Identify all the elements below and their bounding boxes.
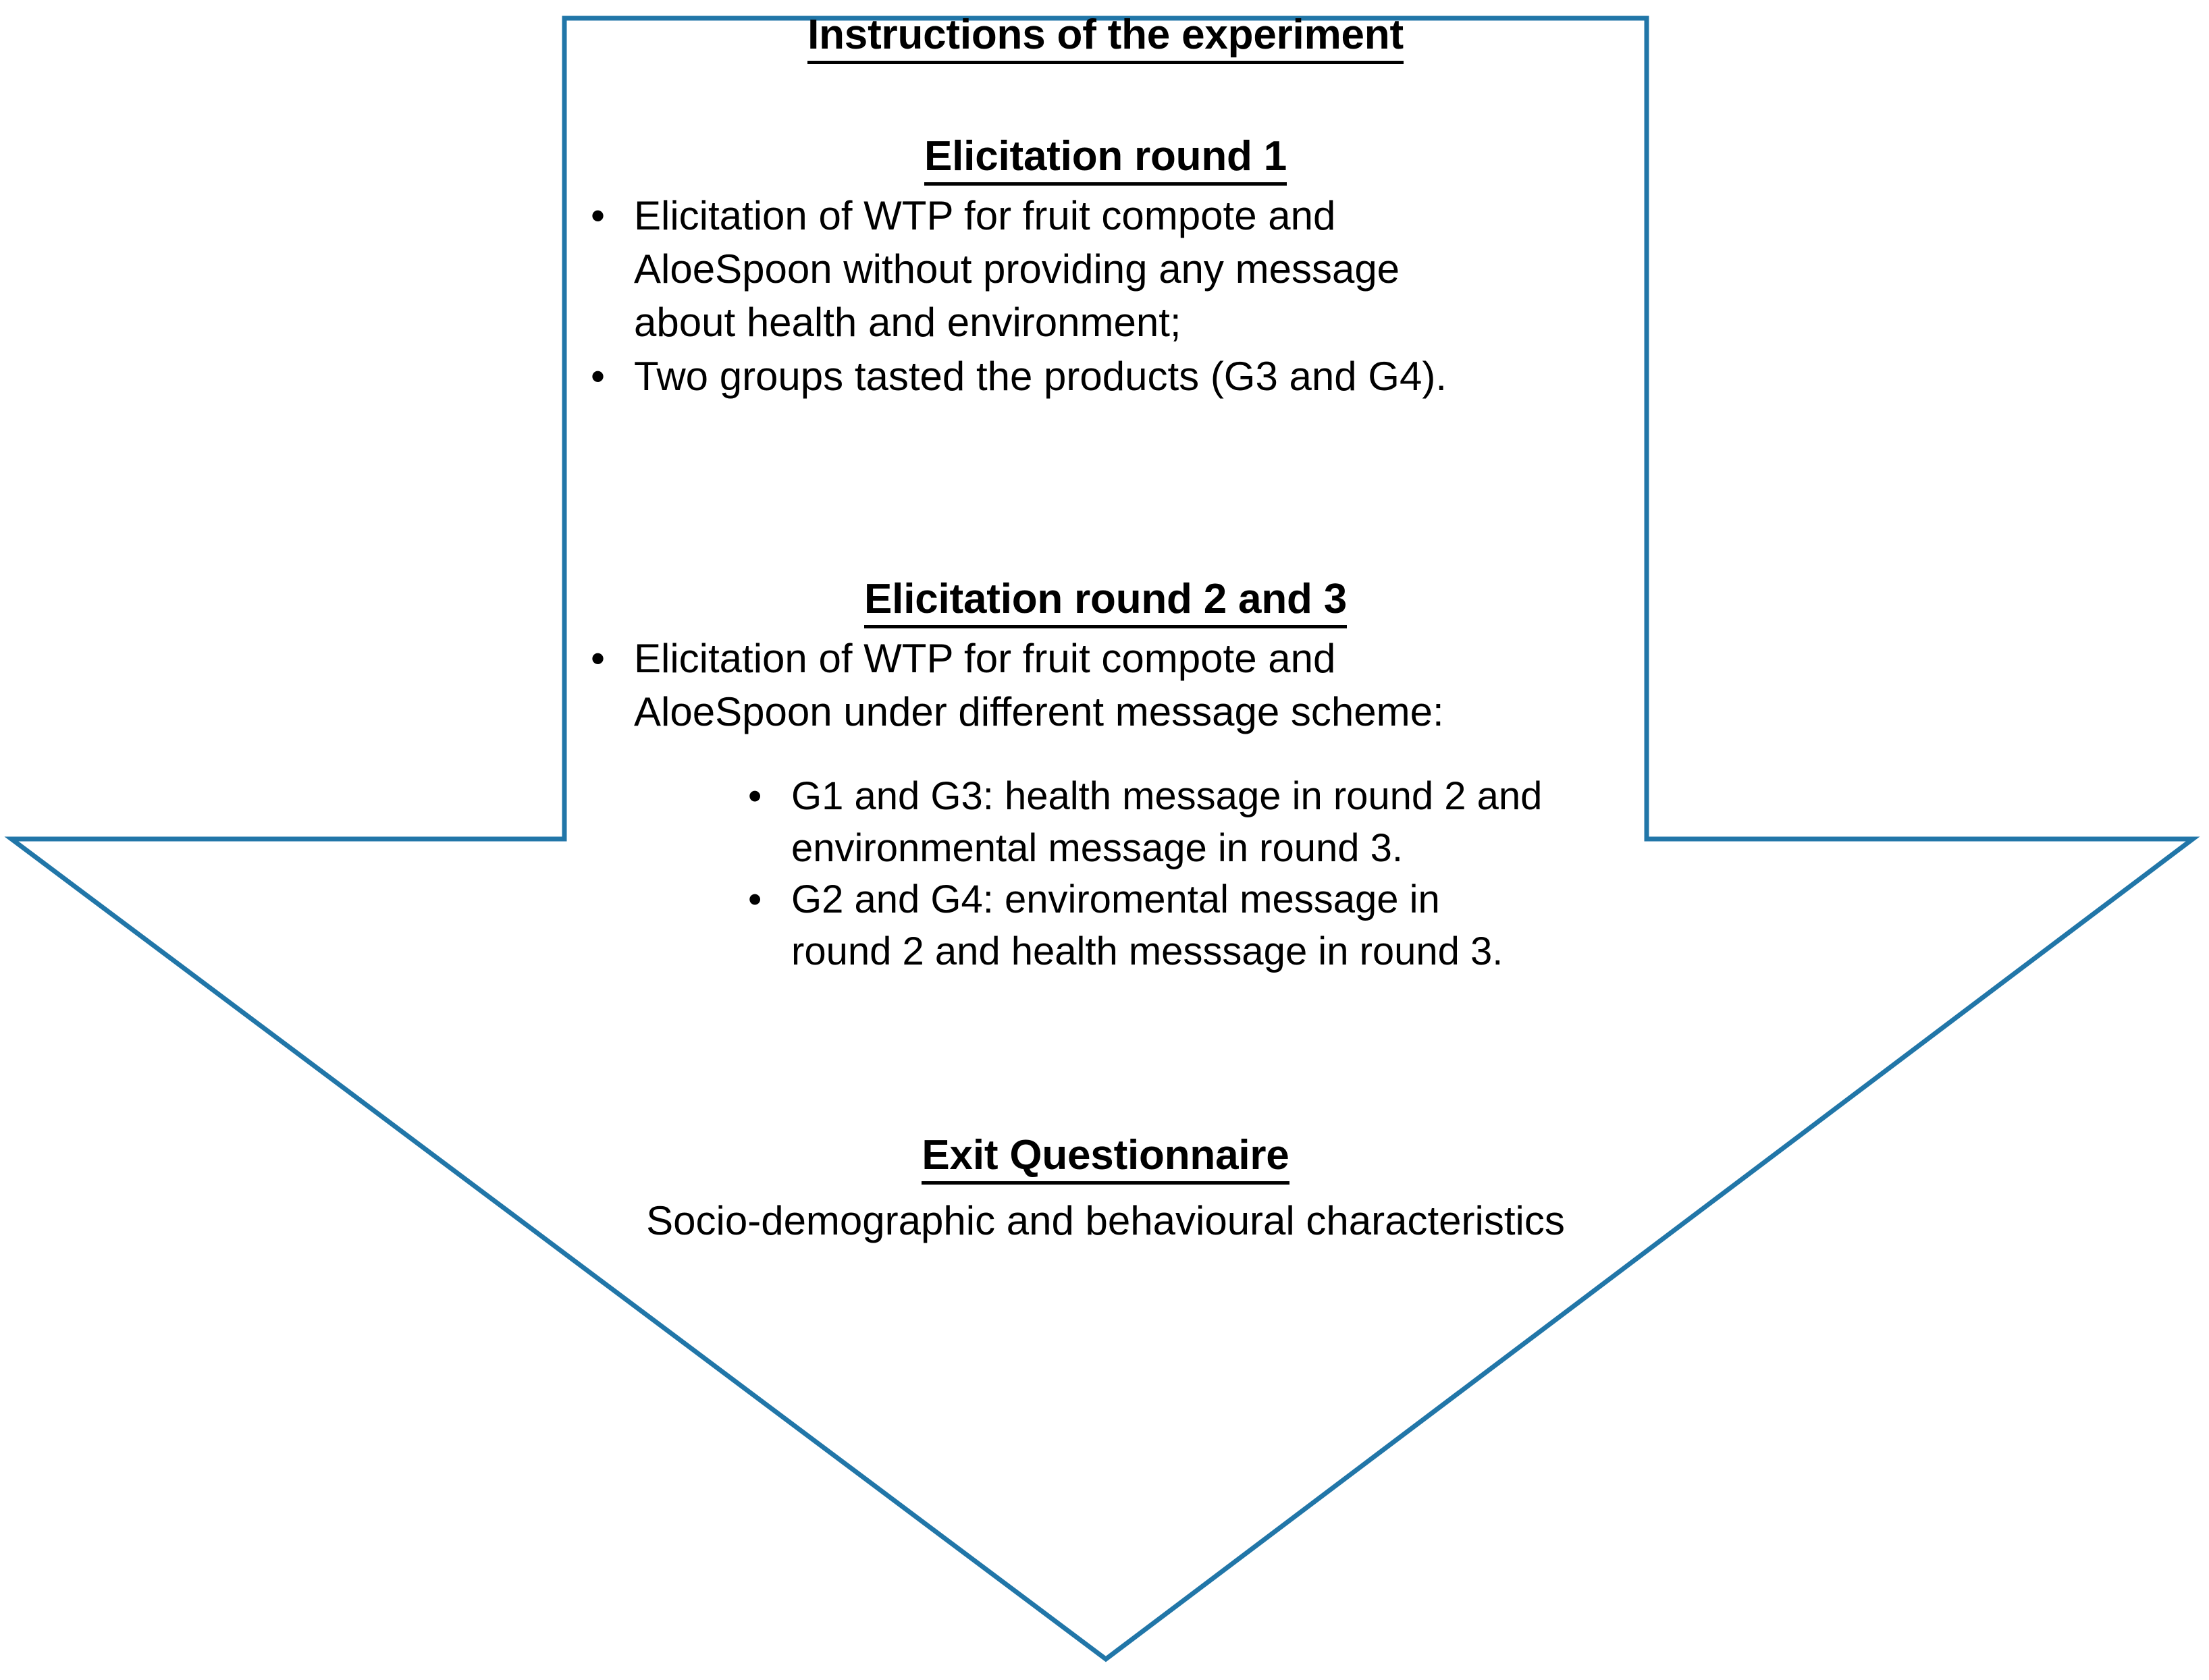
bullet-list-round23: • Elicitation of WTP for fruit compote a… [579,632,1470,738]
bullet-icon: • [591,193,606,238]
list-item-text: G1 and G3: health message in round 2 and… [791,774,1543,870]
bullet-list-round1: • Elicitation of WTP for fruit compote a… [579,189,1456,403]
section-heading-round1: Elicitation round 1 [564,132,1647,186]
list-item-text: Elicitation of WTP for fruit compote and… [634,193,1400,346]
section-heading-round23-text: Elicitation round 2 and 3 [864,575,1347,628]
page-title: Instructions of the experiment [564,11,1647,64]
list-item: • Elicitation of WTP for fruit compote a… [579,632,1470,738]
section-heading-round23: Elicitation round 2 and 3 [564,575,1647,628]
bullet-icon: • [591,636,606,681]
page-title-text: Instructions of the experiment [807,11,1404,64]
sub-bullet-list-round23: • G1 and G3: health message in round 2 a… [736,771,1546,977]
bullet-icon: • [591,353,606,399]
bullet-icon: • [748,774,762,818]
section-heading-exit-questionnaire: Exit Questionnaire [564,1131,1647,1185]
list-item: • G1 and G3: health message in round 2 a… [736,771,1546,874]
section-heading-round1-text: Elicitation round 1 [924,132,1287,186]
exit-questionnaire-subtitle: Socio-demographic and behavioural charac… [646,1198,1565,1243]
list-item: • Two groups tasted the products (G3 and… [579,350,1456,403]
list-item: • Elicitation of WTP for fruit compote a… [579,189,1456,350]
bullet-icon: • [748,877,762,922]
list-item-text: Elicitation of WTP for fruit compote and… [634,636,1444,735]
arrow-outline [4,16,2200,1662]
section-heading-exit-questionnaire-text: Exit Questionnaire [922,1131,1289,1185]
list-item: • G2 and G4: enviromental message in rou… [736,874,1546,977]
list-item-text: G2 and G4: enviromental message in round… [791,877,1503,973]
list-item-text: Two groups tasted the products (G3 and G… [634,353,1447,399]
